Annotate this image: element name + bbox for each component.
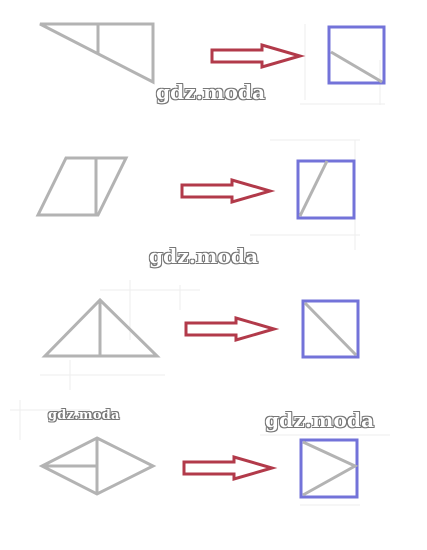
result-square-3 <box>301 299 360 359</box>
watermark-3: gdz.moda <box>48 408 120 423</box>
result-square-2 <box>296 159 356 220</box>
watermark-1: gdz.moda <box>156 80 266 104</box>
trapezoid-shape <box>39 22 155 85</box>
parallelogram-shape <box>35 156 129 217</box>
row-3 <box>41 297 360 359</box>
watermark-4: gdz.moda <box>265 408 375 432</box>
arrow-right-icon <box>184 316 280 342</box>
row-1 <box>39 22 386 85</box>
rhombus-shape <box>38 436 157 496</box>
watermark-2: gdz.moda <box>149 244 259 268</box>
triangle-shape <box>41 297 161 358</box>
row-2 <box>35 156 356 220</box>
result-square-1 <box>327 25 386 85</box>
arrow-right-icon <box>210 43 306 69</box>
result-square-4 <box>299 438 359 499</box>
row-4 <box>38 436 359 499</box>
arrow-right-icon <box>182 455 278 481</box>
arrow-right-icon <box>180 178 276 204</box>
